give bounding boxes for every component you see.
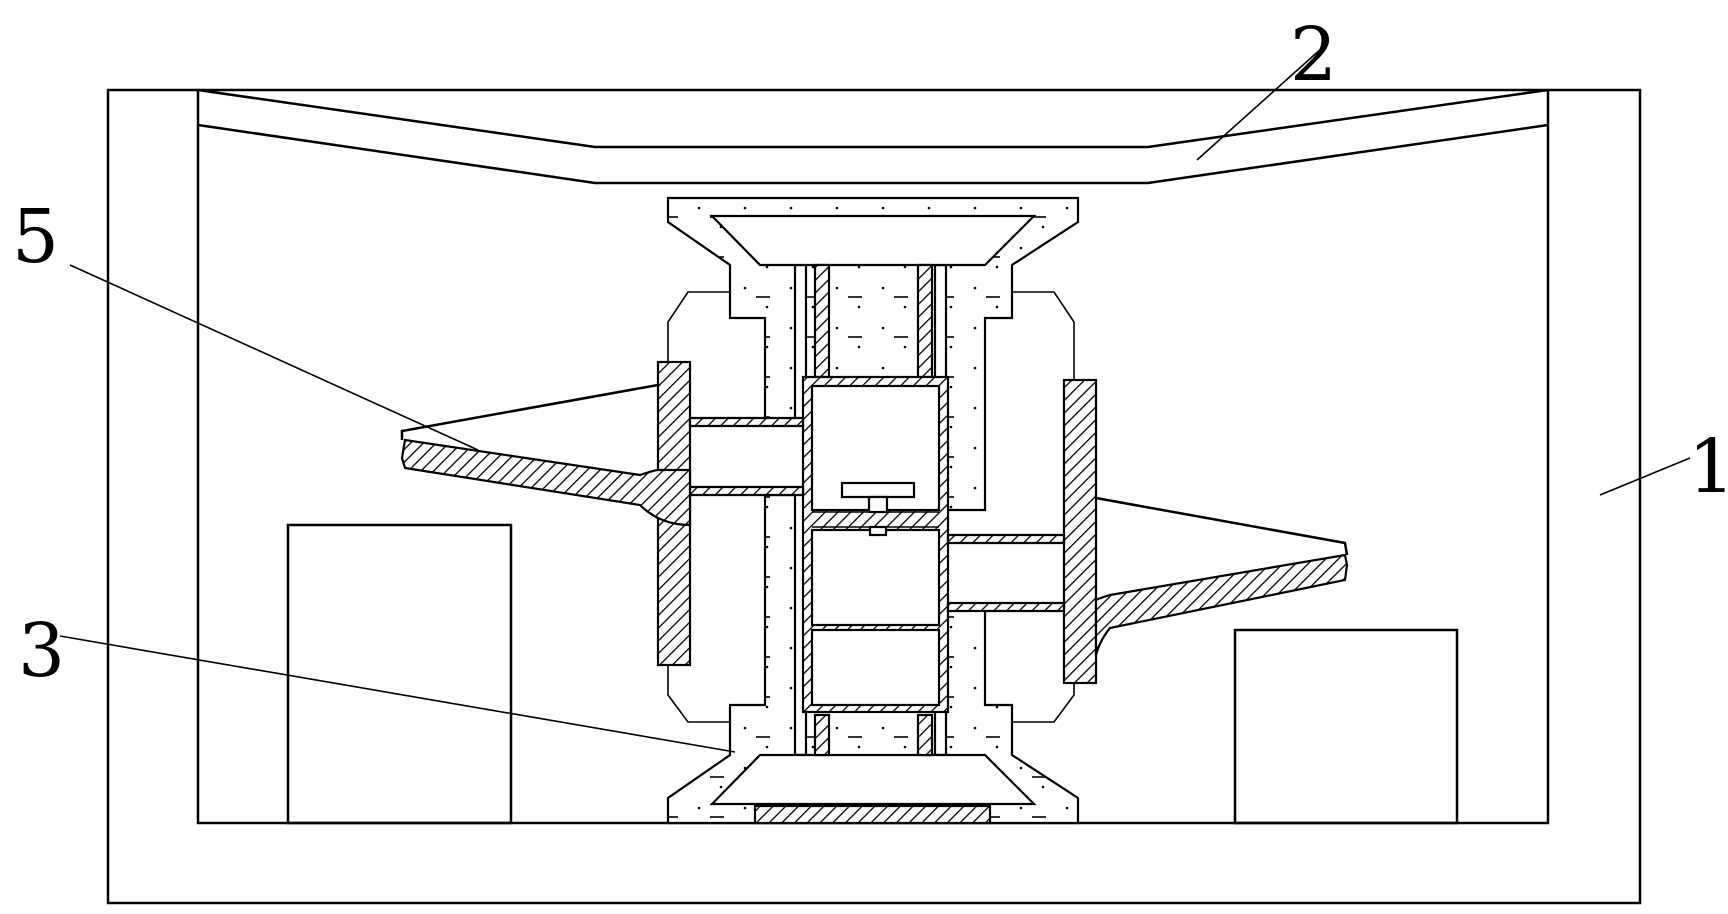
left-arm — [400, 360, 805, 667]
leader-lines — [59, 47, 1691, 753]
lower-posts — [813, 713, 934, 757]
callout-label-1: 1 — [1688, 424, 1728, 510]
central-box — [801, 375, 950, 714]
top-plate — [197, 88, 1549, 185]
callout-label-5: 5 — [12, 194, 59, 280]
callout-label-3: 3 — [18, 608, 65, 694]
right-arm — [946, 378, 1349, 685]
right-block — [1233, 628, 1459, 825]
left-block — [286, 523, 513, 825]
callout-label-2: 2 — [1290, 12, 1337, 98]
upper-support — [666, 196, 1080, 512]
